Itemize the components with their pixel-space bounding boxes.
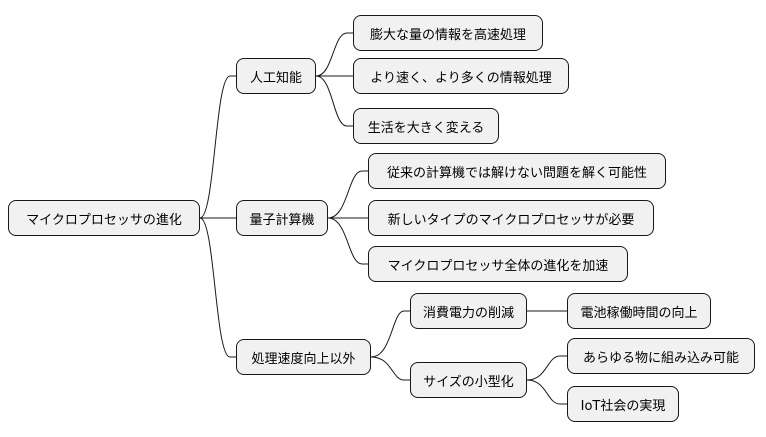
leaf-node-ai-2: より速く、より多くの情報処理: [353, 58, 569, 94]
leaf-node-quantum-2: 新しいタイプのマイクロプロセッサが必要: [368, 200, 654, 236]
branch-node-other: 処理速度向上以外: [236, 339, 371, 375]
branch-node-power: 消費電力の削減: [410, 293, 527, 329]
leaf-node-quantum-1: 従来の計算機では解けない問題を解く可能性: [368, 153, 666, 189]
leaf-node-quantum-3: マイクロプロセッサ全体の進化を加速: [368, 246, 628, 282]
connector-quantum-3: [327, 217, 368, 265]
leaf-node-ai-1: 膨大な量の情報を高速処理: [353, 15, 543, 51]
connector-other-2: [370, 356, 410, 381]
leaf-node-size-2: IoT社会の実現: [567, 386, 679, 422]
connector-root-ai: [199, 75, 236, 219]
connector-size-1: [526, 355, 567, 381]
connector-ai-3: [315, 75, 353, 127]
connector-quantum-1: [327, 170, 368, 219]
connector-root-other: [199, 217, 236, 358]
connector-ai-1: [315, 32, 353, 77]
connector-other-1: [370, 310, 410, 358]
root-node: マイクロプロセッサの進化: [8, 200, 200, 236]
branch-node-ai: 人工知能: [236, 58, 316, 94]
branch-node-quantum: 量子計算機: [236, 200, 328, 236]
connector-size-2: [526, 379, 567, 405]
leaf-node-power-1: 電池稼働時間の向上: [567, 293, 711, 329]
leaf-node-ai-3: 生活を大きく変える: [353, 108, 499, 144]
branch-node-size: サイズの小型化: [410, 362, 527, 398]
leaf-node-size-1: あらゆる物に組み込み可能: [567, 338, 755, 374]
